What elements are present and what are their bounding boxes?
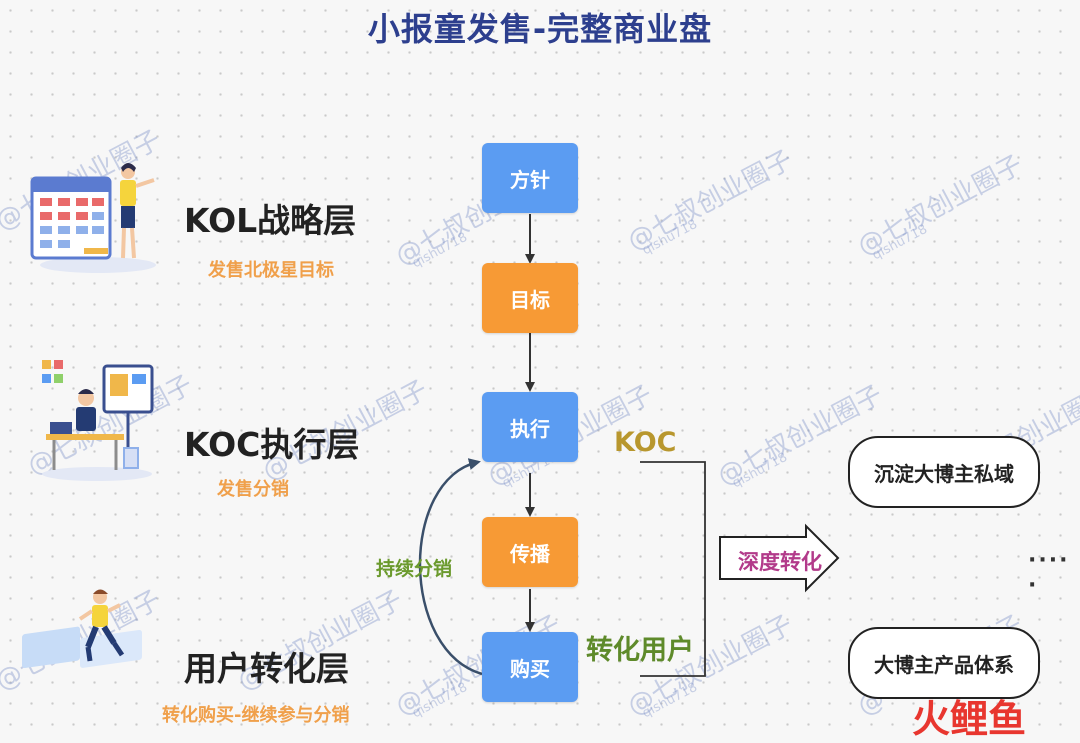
flow-box-label: 购买 [510, 656, 550, 681]
calendar-presenter-illustration [30, 163, 156, 273]
outcome-private-domain: 沉淀大博主私域 [848, 436, 1040, 508]
layer-title-kol: KOL战略层 [184, 201, 357, 240]
deep-convert-label: 深度转化 [738, 550, 822, 574]
flow-box-target: 目标 [482, 263, 578, 333]
layer-subtitle-kol: 发售北极星目标 [208, 260, 334, 281]
outcome-product-system: 大博主产品体系 [848, 627, 1040, 699]
flow-box-label: 执行 [510, 416, 550, 441]
layer-title-user: 用户转化层 [184, 649, 349, 688]
page-title: 小报童发售-完整商业盘 [367, 10, 713, 48]
deep-convert-arrow [719, 523, 840, 593]
office-worker-illustration [42, 360, 154, 481]
flow-box-policy: 方针 [482, 143, 578, 213]
koc-label: KOC [614, 427, 677, 458]
running-person-illustration [22, 589, 142, 669]
flow-box-spread: 传播 [482, 517, 578, 587]
logo: 火鲤鱼 [912, 688, 1026, 743]
convert-label: 转化用户 [586, 635, 694, 666]
layer-subtitle-koc: 发售分销 [217, 479, 289, 500]
layer-subtitle-user: 转化购买-继续参与分销 [162, 705, 350, 726]
outcome-label: 沉淀大博主私域 [874, 461, 1014, 486]
flow-box-purchase: 购买 [482, 632, 578, 702]
flow-box-label: 传播 [510, 541, 550, 566]
flow-box-label: 方针 [510, 167, 550, 192]
loop-label: 持续分销 [376, 558, 453, 580]
flow-box-label: 目标 [510, 287, 550, 312]
flow-box-execute: 执行 [482, 392, 578, 462]
ellipsis-more: ···· · [1028, 548, 1070, 598]
outcome-label: 大博主产品体系 [874, 652, 1014, 677]
logo-char: 鲤 [950, 697, 989, 741]
logo-char: 鱼 [988, 697, 1027, 741]
layer-title-koc: KOC执行层 [184, 425, 360, 464]
logo-char: 火 [912, 697, 951, 741]
loop-arrow [418, 458, 483, 676]
koc-bracket [640, 461, 706, 677]
